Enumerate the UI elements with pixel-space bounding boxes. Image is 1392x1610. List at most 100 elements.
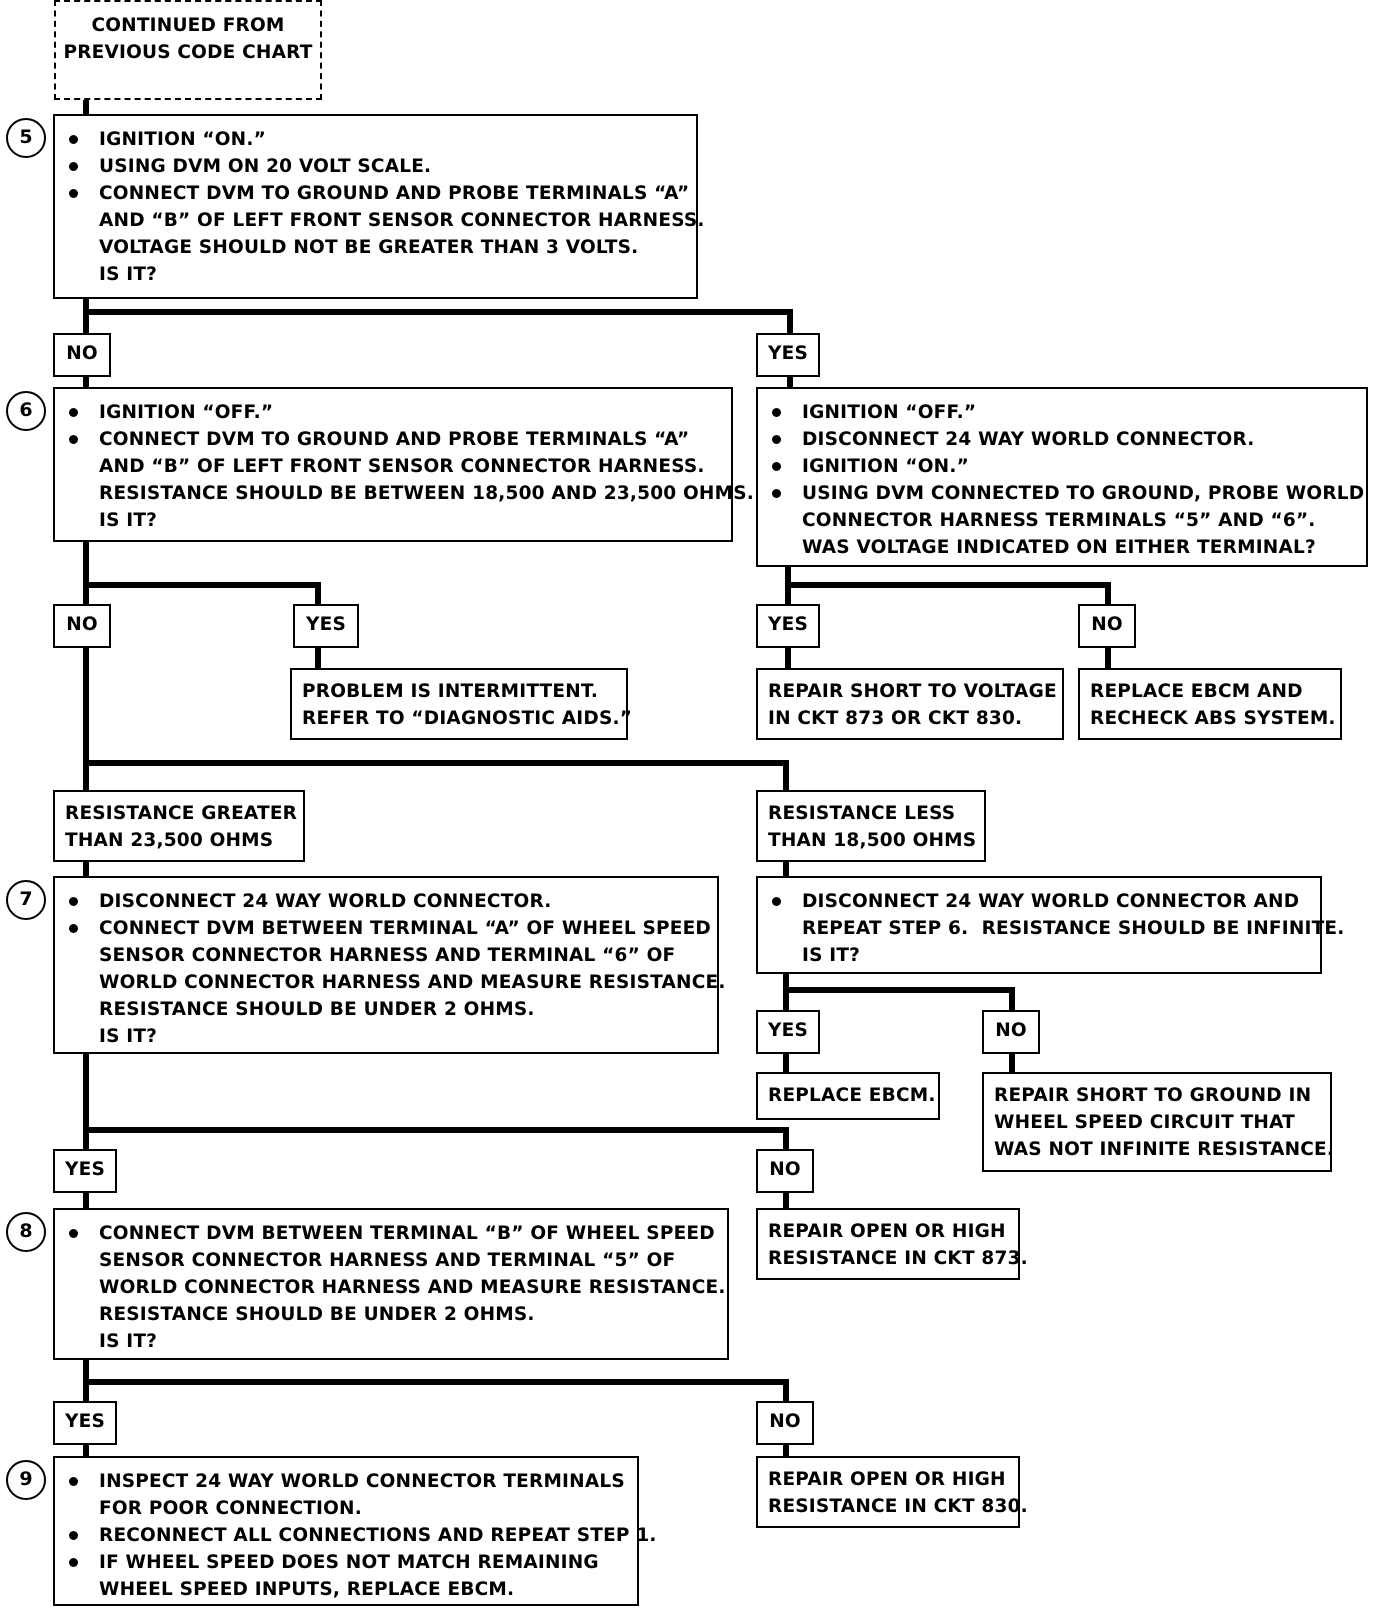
bullet-item: RECONNECT ALL CONNECTIONS AND REPEAT STE… (67, 1522, 657, 1549)
bullet-text-line: IGNITION “OFF.” (802, 402, 977, 423)
voltage-no-label: NO (1078, 604, 1136, 648)
bullet-text-line: IGNITION “ON.” (802, 456, 969, 477)
resistance-greater-box: RESISTANCE GREATER THAN 23,500 OHMS (53, 790, 305, 862)
bullet-item: IGNITION “OFF.” (770, 399, 1356, 426)
wire-5-branch (83, 294, 793, 336)
bullet-text-line: WORLD CONNECTOR HARNESS AND MEASURE RESI… (99, 972, 726, 993)
text-line: PREVIOUS CODE CHART (63, 42, 313, 63)
bullet-text-line: USING DVM ON 20 VOLT SCALE. (99, 156, 432, 177)
step-6-question: RESISTANCE SHOULD BE BETWEEN 18,500 AND … (67, 480, 754, 534)
bullet-text-line: WAS VOLTAGE INDICATED ON EITHER TERMINAL… (802, 537, 1316, 558)
bullet-item: INSPECT 24 WAY WORLD CONNECTOR TERMINALS… (67, 1468, 627, 1522)
bullet-item: IF WHEEL SPEED DOES NOT MATCH REMAINING W… (67, 1549, 627, 1603)
step-6-yes-bullets: IGNITION “OFF.”DISCONNECT 24 WAY WORLD C… (770, 399, 1365, 561)
bullet-text-line: FOR POOR CONNECTION. (99, 1498, 362, 1519)
text-line: RESISTANCE LESS (768, 803, 956, 824)
bullet-text-line: IGNITION “ON.” (99, 129, 266, 150)
text-line: REPAIR SHORT TO GROUND IN (994, 1085, 1312, 1106)
text-line: RESISTANCE GREATER (65, 803, 298, 824)
step-7-no-label: NO (756, 1149, 814, 1193)
bullet-text-line: IF WHEEL SPEED DOES NOT MATCH REMAINING (99, 1552, 599, 1573)
bullet-text-line: IS IT? (802, 945, 861, 966)
text-line: WHEEL SPEED CIRCUIT THAT (994, 1112, 1295, 1133)
text-line: CONTINUED FROM (91, 15, 285, 36)
continued-box: CONTINUED FROM PREVIOUS CODE CHART (54, 0, 322, 100)
bullet-text-line: WHEEL SPEED INPUTS, REPLACE EBCM. (99, 1579, 515, 1600)
infinite-no-label: NO (982, 1010, 1040, 1054)
replace-ebcm-box: REPLACE EBCM. (756, 1072, 940, 1120)
text-line: THAN 23,500 OHMS (65, 830, 274, 851)
bullet-item: IGNITION “ON.” (67, 126, 686, 153)
bullet-text-line: SENSOR CONNECTOR HARNESS AND TERMINAL “5… (99, 1250, 676, 1271)
step-6-yes-label: YES (293, 604, 359, 648)
text-line: RESISTANCE IN CKT 830. (768, 1496, 1028, 1517)
wire-8-branch (83, 1355, 789, 1404)
bullet-item: IGNITION “ON.” (770, 453, 1356, 480)
bullet-text-line: INSPECT 24 WAY WORLD CONNECTOR TERMINALS (99, 1471, 625, 1492)
step-5-question: VOLTAGE SHOULD NOT BE GREATER THAN 3 VOL… (67, 234, 686, 288)
text-line: REPLACE EBCM AND (1090, 681, 1303, 702)
step-8-no-label: NO (756, 1401, 814, 1445)
step-7-bullets: DISCONNECT 24 WAY WORLD CONNECTOR. CONNEC… (67, 888, 726, 1050)
text-line: VOLTAGE SHOULD NOT BE GREATER THAN 3 VOL… (99, 237, 639, 258)
bullet-text-line: CONNECT DVM BETWEEN TERMINAL “B” OF WHEE… (99, 1223, 715, 1244)
text-line: THAN 18,500 OHMS (768, 830, 977, 851)
text-line: REPLACE EBCM. (768, 1085, 936, 1106)
bullet-text-line: IS IT? (99, 1026, 158, 1047)
text-line: REFER TO “DIAGNOSTIC AIDS.” (302, 708, 633, 729)
bullet-item: USING DVM CONNECTED TO GROUND, PROBE WOR… (770, 480, 1365, 561)
bullet-text-line: RECONNECT ALL CONNECTIONS AND REPEAT STE… (99, 1525, 657, 1546)
step-6-no-label: NO (53, 604, 111, 648)
bullet-text-line: DISCONNECT 24 WAY WORLD CONNECTOR AND (802, 891, 1300, 912)
bullet-item: CONNECT DVM BETWEEN TERMINAL “A” OF WHEE… (67, 915, 726, 1050)
text-line: IS IT? (99, 264, 158, 285)
step-8-bullets: CONNECT DVM BETWEEN TERMINAL “B” OF WHEE… (67, 1220, 726, 1355)
step-9-box: INSPECT 24 WAY WORLD CONNECTOR TERMINALS… (53, 1456, 657, 1606)
bullet-text-line: IS IT? (99, 1331, 158, 1352)
resistance-less-box: RESISTANCE LESS THAN 18,500 OHMS (756, 790, 986, 862)
replace-recheck-box: REPLACE EBCM AND RECHECK ABS SYSTEM. (1078, 668, 1342, 740)
step-7-yes-label: YES (53, 1149, 117, 1193)
text-line: IS IT? (99, 510, 158, 531)
bullet-text-line: CONNECT DVM TO GROUND AND PROBE TERMINAL… (99, 429, 690, 450)
step-7-box: DISCONNECT 24 WAY WORLD CONNECTOR. CONNEC… (53, 876, 726, 1054)
text-line: PROBLEM IS INTERMITTENT. (302, 681, 599, 702)
bullet-text-line: CONNECT DVM TO GROUND AND PROBE TERMINAL… (99, 183, 690, 204)
wire-6-yes-branch (83, 537, 321, 607)
bullet-item: USING DVM ON 20 VOLT SCALE. (67, 153, 686, 180)
bullet-item: CONNECT DVM BETWEEN TERMINAL “B” OF WHEE… (67, 1220, 726, 1355)
text-line: RESISTANCE SHOULD BE BETWEEN 18,500 AND … (99, 483, 754, 504)
bullet-text-line: CONNECT DVM BETWEEN TERMINAL “A” OF WHEE… (99, 918, 711, 939)
text-line: WAS NOT INFINITE RESISTANCE. (994, 1139, 1335, 1160)
bullet-text-line: WORLD CONNECTOR HARNESS AND MEASURE RESI… (99, 1277, 726, 1298)
step-5-yes-label: YES (756, 333, 820, 377)
step-number-8: 8 (6, 1212, 46, 1252)
step-number-5: 5 (6, 118, 46, 158)
bullet-item: IGNITION “OFF.” (67, 399, 721, 426)
bullet-text-line: SENSOR CONNECTOR HARNESS AND TERMINAL “6… (99, 945, 676, 966)
bullet-text-line: AND “B” OF LEFT FRONT SENSOR CONNECTOR H… (99, 210, 705, 231)
text-line: REPAIR OPEN OR HIGH (768, 1221, 1006, 1242)
bullet-text-line: CONNECTOR HARNESS TERMINALS “5” AND “6”. (802, 510, 1316, 531)
step-6-yes-box: IGNITION “OFF.”DISCONNECT 24 WAY WORLD C… (756, 387, 1368, 567)
step-6-box: IGNITION “OFF.” CONNECT DVM TO GROUND AND… (53, 387, 754, 542)
step-8-box: CONNECT DVM BETWEEN TERMINAL “B” OF WHEE… (53, 1208, 729, 1360)
step-number-9: 9 (6, 1460, 46, 1500)
intermittent-box: PROBLEM IS INTERMITTENT. REFER TO “DIAGNO… (290, 668, 633, 740)
infinite-yes-label: YES (756, 1010, 820, 1054)
text-line: RESISTANCE IN CKT 873. (768, 1248, 1028, 1269)
step-number-6: 6 (6, 391, 46, 431)
short-ground-box: REPAIR SHORT TO GROUND IN WHEEL SPEED CIR… (982, 1072, 1335, 1172)
voltage-yes-label: YES (756, 604, 820, 648)
bullet-text-line: USING DVM CONNECTED TO GROUND, PROBE WOR… (802, 483, 1365, 504)
wire-6yes-branch (785, 562, 1111, 607)
text-line: RECHECK ABS SYSTEM. (1090, 708, 1336, 729)
bullet-text-line: DISCONNECT 24 WAY WORLD CONNECTOR. (99, 891, 552, 912)
bullet-text-line: IGNITION “OFF.” (99, 402, 274, 423)
step-8-yes-label: YES (53, 1401, 117, 1445)
